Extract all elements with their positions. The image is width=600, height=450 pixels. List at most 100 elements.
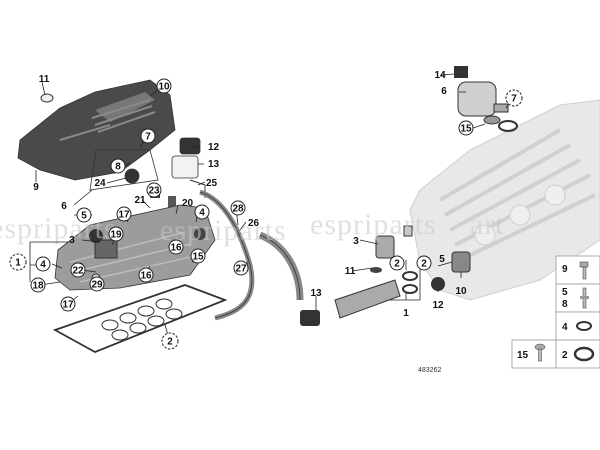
callout-16b: 16 bbox=[168, 239, 184, 255]
svg-text:6: 6 bbox=[61, 201, 67, 212]
callout-7b: 7 bbox=[505, 89, 523, 107]
callout-17b: 17 bbox=[60, 296, 76, 312]
callout-1b: 1 bbox=[403, 308, 409, 319]
callout-15b: 15 bbox=[458, 120, 474, 136]
callout-10a: 10 bbox=[156, 78, 172, 94]
svg-text:11: 11 bbox=[39, 74, 50, 85]
callout-2a: 2 bbox=[161, 332, 179, 350]
callout-19: 19 bbox=[108, 226, 124, 242]
callout-23: 23 bbox=[146, 182, 162, 198]
svg-text:9: 9 bbox=[33, 182, 39, 193]
valve-cover bbox=[54, 204, 216, 291]
vanos-solenoid bbox=[454, 66, 518, 132]
svg-text:17: 17 bbox=[118, 210, 130, 221]
svg-text:2: 2 bbox=[394, 259, 400, 270]
callout-6a: 6 bbox=[61, 201, 67, 212]
diagram-reference-number: 483262 bbox=[418, 367, 441, 374]
callout-13a: 13 bbox=[208, 159, 220, 170]
callout-2b: 2 bbox=[389, 255, 405, 271]
svg-text:24: 24 bbox=[94, 178, 106, 189]
callout-9: 9 bbox=[33, 182, 39, 193]
svg-text:16: 16 bbox=[140, 271, 152, 282]
svg-text:4: 4 bbox=[199, 208, 205, 219]
svg-text:12: 12 bbox=[208, 142, 220, 153]
svg-text:25: 25 bbox=[206, 178, 218, 189]
svg-text:27: 27 bbox=[235, 264, 247, 275]
svg-text:15: 15 bbox=[192, 252, 204, 263]
callout-26: 26 bbox=[248, 218, 260, 229]
svg-text:13: 13 bbox=[208, 159, 220, 170]
svg-text:23: 23 bbox=[148, 186, 160, 197]
fastener-legend: 9 5 8 4 15 2 bbox=[511, 255, 600, 369]
svg-text:14: 14 bbox=[434, 70, 446, 81]
callout-14: 14 bbox=[434, 70, 446, 81]
svg-text:13: 13 bbox=[310, 288, 322, 299]
svg-text:12: 12 bbox=[432, 300, 444, 311]
callout-20: 20 bbox=[182, 198, 194, 209]
bolt-icon bbox=[579, 261, 589, 280]
engine-cover bbox=[17, 79, 176, 181]
callout-13b: 13 bbox=[310, 288, 322, 299]
legend-num-2: 2 bbox=[562, 350, 568, 361]
svg-text:1: 1 bbox=[403, 308, 409, 319]
svg-text:11: 11 bbox=[345, 266, 356, 277]
callout-15a: 15 bbox=[190, 248, 206, 264]
svg-text:26: 26 bbox=[248, 218, 260, 229]
svg-text:6: 6 bbox=[441, 86, 447, 97]
callout-5a: 5 bbox=[76, 207, 92, 223]
callout-5b: 5 bbox=[439, 254, 445, 265]
oil-filler-cap bbox=[89, 229, 103, 243]
svg-text:16: 16 bbox=[170, 243, 182, 254]
callout-29: 29 bbox=[89, 276, 105, 292]
legend-num-9: 9 bbox=[562, 264, 568, 275]
svg-text:5: 5 bbox=[81, 211, 87, 222]
svg-text:3: 3 bbox=[353, 236, 359, 247]
svg-text:3: 3 bbox=[69, 235, 75, 246]
legend-num-8: 8 bbox=[562, 299, 568, 310]
svg-text:15: 15 bbox=[460, 124, 472, 135]
cover-small-parts bbox=[89, 137, 206, 216]
svg-text:18: 18 bbox=[32, 281, 44, 292]
clip-icon bbox=[40, 93, 54, 103]
callout-4a: 4 bbox=[194, 204, 210, 220]
callout-8: 8 bbox=[110, 158, 126, 174]
callout-16a: 16 bbox=[138, 267, 154, 283]
svg-text:28: 28 bbox=[232, 204, 244, 215]
callout-25: 25 bbox=[206, 178, 218, 189]
watermark-text-4: art bbox=[470, 208, 505, 241]
callout-7a: 7 bbox=[140, 128, 156, 144]
legend-num-4: 4 bbox=[562, 322, 568, 333]
legend-num-5: 5 bbox=[562, 287, 568, 298]
callout-3b: 3 bbox=[353, 236, 359, 247]
callout-18: 18 bbox=[30, 277, 46, 293]
svg-text:22: 22 bbox=[72, 266, 84, 277]
svg-text:20: 20 bbox=[182, 198, 194, 209]
svg-text:10: 10 bbox=[455, 286, 467, 297]
breather-hoses bbox=[199, 189, 304, 321]
callout-27: 27 bbox=[233, 260, 249, 276]
seal-ring-icon bbox=[573, 346, 595, 362]
callout-3a: 3 bbox=[69, 235, 75, 246]
svg-text:19: 19 bbox=[110, 230, 122, 241]
svg-text:2: 2 bbox=[421, 259, 427, 270]
screw-icon bbox=[534, 343, 546, 362]
svg-text:2: 2 bbox=[167, 337, 173, 348]
svg-text:17: 17 bbox=[62, 300, 74, 311]
watermark-text-1: espriparts bbox=[0, 212, 117, 245]
watermark-text-3: espriparts bbox=[310, 208, 437, 241]
callout-12b: 12 bbox=[432, 300, 444, 311]
callout-11a: 11 bbox=[39, 74, 50, 85]
legend-num-15: 15 bbox=[517, 350, 529, 361]
callout-10b: 10 bbox=[455, 286, 467, 297]
callout-24: 24 bbox=[94, 178, 106, 189]
callout-1a: 1 bbox=[9, 253, 27, 271]
o-ring-icon bbox=[576, 321, 592, 331]
svg-text:8: 8 bbox=[115, 162, 121, 173]
svg-text:4: 4 bbox=[40, 260, 46, 271]
svg-text:7: 7 bbox=[511, 94, 517, 105]
callout-17a: 17 bbox=[116, 206, 132, 222]
svg-text:1: 1 bbox=[15, 258, 21, 269]
callout-28: 28 bbox=[230, 200, 246, 216]
callout-11b: 11 bbox=[345, 266, 356, 277]
